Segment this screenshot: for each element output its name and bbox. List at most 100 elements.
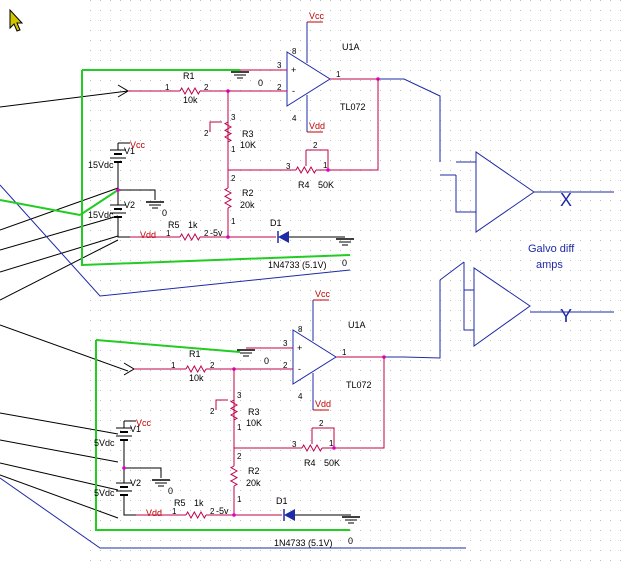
r3-pin2-label: 2	[210, 407, 215, 416]
galvo-amp-x	[475, 151, 535, 233]
r5-value-label: 1k	[194, 498, 204, 508]
r1-pin2-label: 2	[204, 83, 209, 92]
opamp-pin1-label: 1	[336, 70, 341, 79]
r4-ref-label: R4	[304, 458, 316, 468]
r3-pin2-label: 2	[204, 129, 209, 138]
v1-vcc-label: Vcc	[136, 418, 152, 428]
opamp-vdd-label: Vdd	[315, 399, 331, 409]
r5-value-label: 1k	[188, 220, 198, 230]
wire	[215, 399, 228, 410]
v2-value-label: 15Vdc	[88, 210, 114, 220]
v2-vdd-label: Vdd	[140, 230, 156, 240]
opamp-ref-label: U1A	[342, 42, 360, 52]
r1-ref-label: R1	[189, 349, 201, 359]
galvo-note-line2: amps	[536, 259, 563, 271]
r3-pin1-label: 1	[237, 423, 242, 432]
r4-potentiometer	[295, 165, 317, 175]
r3-pin1-label: 1	[231, 145, 236, 154]
galvo-y-label: Y	[560, 306, 572, 326]
r2-value-label: 20k	[246, 478, 261, 488]
input-cables	[0, 90, 129, 519]
opamp-type-label: TL072	[346, 380, 372, 390]
r4-pin3-label: 3	[286, 162, 291, 171]
r2-resistor	[229, 465, 239, 487]
r4-ref-label: R4	[298, 180, 310, 190]
junction-dot	[332, 446, 336, 450]
minus5v-net-label: -5v	[210, 228, 223, 238]
r5-ref-label: R5	[168, 220, 180, 230]
r4-potentiometer	[301, 443, 323, 453]
d1-part-label: 1N4733 (5.1V)	[268, 260, 327, 270]
ground-zero-label-2: 0	[162, 208, 167, 218]
r1-pin1-label: 1	[165, 83, 170, 92]
opamp-pin8-label: 8	[292, 47, 297, 56]
galvo-note-line1: Galvo diff	[528, 243, 575, 255]
galvo-x-label: X	[560, 190, 572, 210]
opamp-ground-icon	[231, 71, 249, 79]
opamp-vcc-label: Vcc	[309, 11, 325, 21]
r3-potentiometer	[223, 121, 233, 143]
v2-vdd-label: Vdd	[146, 508, 162, 518]
opamp-symbol	[292, 329, 337, 385]
junction-dot	[326, 168, 330, 172]
wire	[312, 427, 335, 448]
v2-ref-label: V2	[124, 200, 135, 210]
opamp-pin4-label: 4	[298, 392, 303, 401]
arrow-cursor-icon	[9, 8, 24, 32]
opamp-vdd-label: Vdd	[309, 121, 325, 131]
ground-zero-label: 0	[264, 356, 269, 366]
opamp-pin2-label: 2	[283, 361, 288, 370]
v2-ref-label: V2	[130, 478, 141, 488]
opamp-pin4-label: 4	[292, 114, 297, 123]
r2-pin1-label: 1	[231, 217, 236, 226]
r3-pin3-label: 3	[231, 113, 236, 122]
r5-pin1-label: 1	[166, 229, 171, 238]
d1-ref-label: D1	[270, 218, 282, 228]
diode-ground-icon	[342, 516, 360, 524]
r1-resistor	[185, 364, 207, 374]
v1-vcc-label: Vcc	[130, 140, 146, 150]
wire	[328, 79, 379, 171]
opamp-minus-sign: -	[292, 86, 295, 96]
r2-resistor	[223, 187, 233, 209]
opamp-pin8-label: 8	[298, 325, 303, 334]
r1-value-label: 10k	[183, 95, 198, 105]
junction-dot	[116, 188, 120, 192]
r5-resistor	[179, 232, 201, 242]
ground-zero-label: 0	[258, 78, 263, 88]
ground-zero-label-3: 0	[342, 258, 347, 268]
r4-value-label: 50K	[324, 458, 340, 468]
v1-value-label: 5Vdc	[94, 438, 115, 448]
r3-value-label: 10K	[240, 140, 256, 150]
r5-ref-label: R5	[174, 498, 186, 508]
opamp-minus-sign: -	[298, 364, 301, 374]
v2-value-label: 5Vdc	[94, 488, 115, 498]
wire	[209, 121, 222, 132]
opamp-pin2-label: 2	[277, 83, 282, 92]
r2-value-label: 20k	[240, 200, 255, 210]
r5-pin2-label: 2	[210, 507, 215, 516]
r1-ref-label: R1	[183, 71, 195, 81]
opamp-pin3-label: 3	[277, 61, 282, 70]
wire	[123, 495, 136, 516]
r2-ref-label: R2	[242, 188, 254, 198]
wire	[117, 217, 130, 238]
r3-ref-label: R3	[248, 407, 260, 417]
r2-pin2-label: 2	[231, 174, 236, 183]
opamp-ground-icon	[237, 349, 255, 357]
grid-background	[88, 0, 625, 566]
r3-potentiometer	[229, 399, 239, 421]
r1-resistor	[179, 86, 201, 96]
zener-diode-icon	[284, 509, 295, 521]
r4-pin1-label: 1	[323, 161, 328, 170]
wire	[124, 467, 162, 478]
battery-ground-icon	[146, 201, 164, 209]
green-supply-box-top	[0, 69, 351, 267]
opamp-vcc-label: Vcc	[315, 289, 331, 299]
wire	[118, 189, 156, 200]
r1-pin2-label: 2	[210, 361, 215, 370]
r1-pin1-label: 1	[171, 361, 176, 370]
opamp-symbol	[286, 51, 331, 107]
junction-dot	[226, 235, 230, 239]
